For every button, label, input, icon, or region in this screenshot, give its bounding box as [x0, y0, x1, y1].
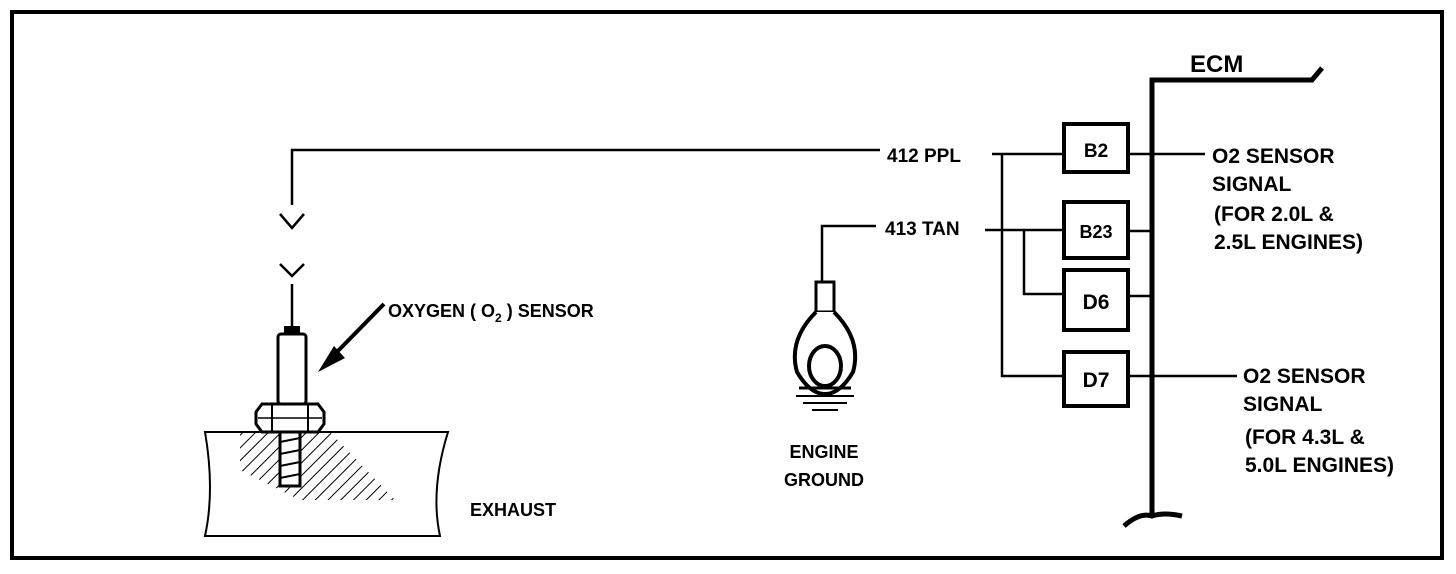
- wire-412-ppl-label: 412 PPL: [887, 146, 961, 167]
- ecm-label: ECM: [1190, 51, 1243, 78]
- exhaust-label: EXHAUST: [470, 500, 556, 520]
- svg-text:5.0L ENGINES): 5.0L ENGINES): [1245, 454, 1394, 477]
- oxygen-sensor-label: OXYGEN ( O2 ) SENSOR: [388, 301, 594, 325]
- svg-text:D6: D6: [1083, 291, 1110, 314]
- wire-413-tan-label: 413 TAN: [885, 219, 960, 240]
- engine-ground-icon: [792, 280, 858, 411]
- svg-text:SIGNAL: SIGNAL: [1243, 393, 1323, 416]
- exhaust-manifold: [203, 431, 450, 537]
- svg-text:GROUND: GROUND: [784, 470, 864, 490]
- svg-text:(FOR 2.0L &: (FOR 2.0L &: [1214, 203, 1334, 226]
- wire-413-tan-branch: [1022, 230, 1062, 296]
- svg-text:D7: D7: [1083, 369, 1110, 392]
- svg-text:O2 SENSOR: O2 SENSOR: [1243, 365, 1366, 388]
- oxygen-sensor-icon: [254, 263, 326, 488]
- ecm-bus: [1122, 66, 1324, 528]
- pin-b23: B23: [1062, 200, 1130, 260]
- signal-upper-label: O2 SENSOR SIGNAL (FOR 2.0L & 2.5L ENGINE…: [1212, 145, 1363, 254]
- pin-d7: D7: [1062, 350, 1130, 408]
- svg-text:SIGNAL: SIGNAL: [1212, 173, 1292, 196]
- svg-text:B2: B2: [1084, 141, 1108, 162]
- wire-412-ppl: [290, 148, 880, 205]
- sensor-pointer-arrow-icon: [318, 302, 386, 372]
- pin-d6: D6: [1062, 268, 1130, 332]
- svg-text:2.5L ENGINES): 2.5L ENGINES): [1214, 231, 1363, 254]
- wire-413-tan: [820, 224, 876, 282]
- svg-text:B23: B23: [1079, 222, 1112, 242]
- svg-text:(FOR 4.3L &: (FOR 4.3L &: [1245, 426, 1365, 449]
- pin-b2: B2: [1062, 122, 1130, 174]
- svg-text:ENGINE: ENGINE: [789, 442, 858, 462]
- svg-text:O2 SENSOR: O2 SENSOR: [1212, 145, 1335, 168]
- wire-412-ppl-branch: [1000, 154, 1062, 378]
- engine-ground-label: ENGINE GROUND: [784, 442, 864, 490]
- diagram-frame: [10, 10, 1444, 560]
- sensor-connector-icon: [279, 213, 305, 230]
- signal-lower-label: O2 SENSOR SIGNAL (FOR 4.3L & 5.0L ENGINE…: [1243, 365, 1394, 477]
